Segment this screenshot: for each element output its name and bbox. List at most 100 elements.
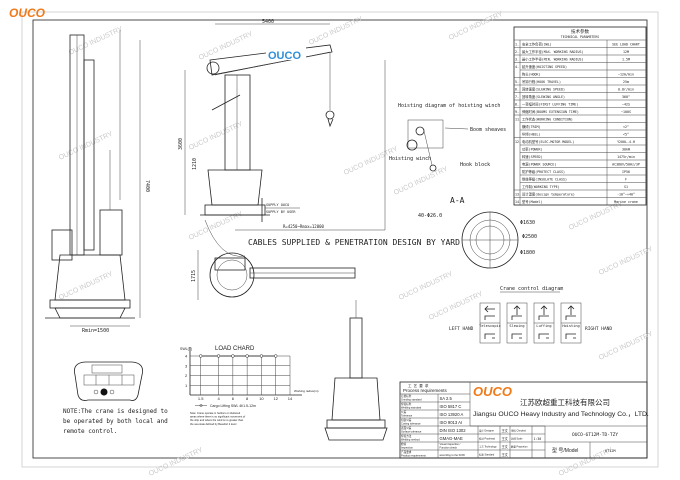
process-value: ISO 9013 AI bbox=[440, 420, 463, 425]
y-tick-label: 2 bbox=[185, 373, 188, 378]
row-name: 伸缩时间(BOOMS EXTENSION TIME) bbox=[522, 109, 579, 114]
tech-table-row: 5.吊钩行程(HOOK TRAVEL)25m bbox=[515, 79, 629, 84]
row-value: <5° bbox=[623, 133, 629, 137]
arrow-icon bbox=[540, 305, 548, 315]
tech-table-row: 2.最大工作半径(MAX. WORKING RADIUS)12M bbox=[515, 49, 629, 54]
tech-table-row: 7.回转角度(SLEWING ANGLE)360° bbox=[515, 94, 630, 99]
tech-table-row: 电源(POWER SOURCE)AC380V/50Hz/3P bbox=[522, 162, 640, 167]
row-value: ~12m/min bbox=[618, 73, 634, 77]
load-chart: LOAD CHARD SWL(T) Working radius(m) Carg… bbox=[180, 346, 318, 426]
y-tick-label: 3 bbox=[185, 363, 188, 368]
row-number: 3. bbox=[515, 58, 519, 62]
model-value: 6T12M bbox=[605, 449, 616, 453]
row-number: 14. bbox=[515, 200, 521, 204]
dim-plan: 1715 bbox=[191, 270, 197, 282]
crane-front-elevation: 5400 OUCO 3600 1210 SUPPLY OUCO SUPPLY B… bbox=[178, 19, 460, 257]
row-value: <2° bbox=[623, 125, 629, 129]
role-label-2: 数量 Proportion bbox=[511, 445, 528, 449]
d2-label: Φ2500 bbox=[522, 234, 537, 240]
data-point bbox=[259, 354, 264, 358]
row-value: 360° bbox=[622, 95, 630, 99]
process-title: 工 艺 要 求 bbox=[408, 383, 429, 388]
process-value: DIN ISO 1302 bbox=[440, 428, 467, 433]
process-title-en: Process requirements bbox=[403, 388, 448, 393]
row-name: 最大工作半径(MAX. WORKING RADIUS) bbox=[522, 49, 583, 54]
role-label: 标准 Standard bbox=[479, 453, 495, 457]
hook-block-label: Hook block bbox=[460, 162, 490, 168]
row-name: 设计温度(design temperature) bbox=[522, 192, 575, 197]
load-chart-legend: Cargo Lifting SWL 4t/1.5-12m bbox=[210, 404, 256, 408]
dim-height-left: 7400 bbox=[144, 180, 150, 192]
row-name: 电源(POWER SOURCE) bbox=[522, 162, 556, 167]
x-tick-label: 6 bbox=[232, 396, 235, 401]
row-name: 一变幅时间(FIRST LUFFING TIME) bbox=[522, 102, 578, 107]
crane-lower-view bbox=[324, 300, 388, 441]
crane-plan-view: 1715 bbox=[191, 250, 356, 300]
row-name: 防护等级(PROTECT CLASS) bbox=[522, 169, 565, 174]
row-value: 25m bbox=[623, 80, 629, 84]
tech-table-row: 4.起升速度(HOISTING SPEED) bbox=[515, 64, 567, 69]
x-tick-label: 14 bbox=[288, 396, 293, 401]
row-value: 1.5M bbox=[622, 58, 630, 62]
control-lever-hoisting: Hoisting bbox=[560, 302, 582, 344]
tech-table-row: 纵倾(HEEL)<5° bbox=[522, 132, 629, 137]
row-value: 30kW bbox=[622, 148, 630, 152]
role-name: 王文 bbox=[502, 436, 509, 441]
paper-edge bbox=[21, 11, 659, 468]
tech-table-row: 13.设计温度(design temperature)-10°~+40° bbox=[515, 192, 635, 197]
row-value: 0.8r/min bbox=[618, 88, 634, 92]
row-number: 7. bbox=[515, 95, 519, 99]
row-name: 工作状态(WORKING CONDITION) bbox=[522, 117, 573, 122]
role-name: 王文 bbox=[502, 452, 509, 457]
remote-control bbox=[74, 361, 143, 401]
d1-label: Φ1630 bbox=[520, 220, 535, 226]
crane-side-elevation: 7400 Rmin=1500 bbox=[45, 30, 150, 334]
right-hand-label: RIGHT HAND bbox=[585, 326, 612, 332]
row-number: 9. bbox=[515, 110, 519, 114]
tech-table-row: 8.一变幅时间(FIRST LUFFING TIME)~42S bbox=[515, 102, 630, 107]
dim-mid-height: 3600 bbox=[178, 138, 184, 150]
control-lever-slewing: Slewing bbox=[506, 302, 528, 344]
row-value: 12M bbox=[623, 50, 629, 54]
title-block-logo: OUCO bbox=[473, 384, 512, 399]
row-name: 绝缘等级(INSULATE CLASS) bbox=[522, 177, 567, 182]
lever-label: Luffing bbox=[536, 324, 551, 328]
tech-table-row: 12.电动机型号(ELEC-MOTOR MODEL)Y200L-4-H bbox=[515, 139, 635, 144]
data-point bbox=[216, 354, 221, 358]
tech-table-title: 技术参数 bbox=[571, 28, 589, 35]
row-name: 起升速度(HOISTING SPEED) bbox=[522, 64, 567, 69]
role-label-2: 审核 Checked bbox=[511, 429, 527, 433]
section-a-a: A-A 40-Φ26.0 Φ1630 Φ2500 Φ1800 bbox=[418, 196, 537, 269]
load-chart-xlabel: Working radius(m) bbox=[294, 389, 318, 393]
row-number: 12. bbox=[515, 140, 521, 144]
row-name: 电动机型号(ELEC-MOTOR MODEL) bbox=[522, 139, 574, 144]
cables-note: CABLES SUPPLIED & PENETRATION DESIGN BY … bbox=[248, 238, 460, 247]
tech-table-row: 6.回转速度(SLEWING SPEED)0.8r/min bbox=[515, 87, 634, 92]
tech-table-row: 14.型号(Model)Marine crane bbox=[515, 199, 638, 204]
tech-table-row: 9.伸缩时间(BOOMS EXTENSION TIME) ~100S bbox=[515, 109, 631, 114]
row-number: 8. bbox=[515, 103, 519, 107]
tech-table-row: 钩头(HOOK)~12m/min bbox=[522, 72, 634, 77]
row-value: ~100S bbox=[621, 110, 631, 114]
data-point bbox=[199, 354, 203, 358]
tech-table-row: 1.安全工作负荷(SWL)SEE LOAD CHART bbox=[515, 42, 640, 47]
model-label: 型 号/Model bbox=[552, 447, 578, 454]
arrow-icon bbox=[484, 305, 495, 313]
supply-user-label: SUPPLY BY USER bbox=[266, 210, 296, 214]
load-chart-ylabel: SWL(T) bbox=[180, 347, 192, 351]
crane-control-diagram: Crane control diagram LEFT HAND RIGHT HA… bbox=[449, 286, 612, 344]
row-number: 13. bbox=[515, 193, 521, 197]
role-value-2: 1:30 bbox=[534, 437, 542, 441]
row-name: 最小工作半径(MIN. WORKING RADIUS) bbox=[522, 57, 583, 62]
